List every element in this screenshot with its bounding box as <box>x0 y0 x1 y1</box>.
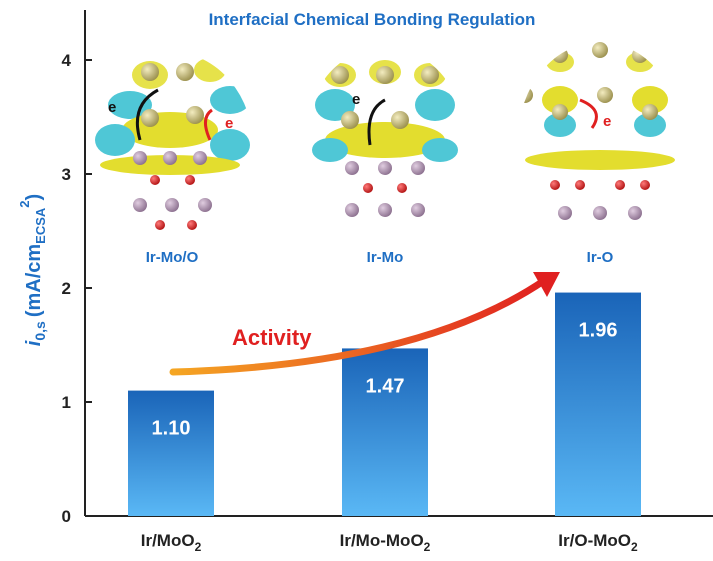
bar <box>555 292 641 516</box>
panel-label-3: Ir-O <box>587 249 614 266</box>
y-tick-label: 4 <box>62 51 72 70</box>
bar-value-label: 1.47 <box>366 375 405 397</box>
electron-label-black: e <box>108 99 116 116</box>
y-tick-label: 1 <box>62 393 71 412</box>
electron-label-black-2: e <box>352 91 360 108</box>
category-label: Ir/O-MoO2 <box>558 531 638 554</box>
bars-group: 1.10 1.47 1.96 <box>128 292 641 516</box>
structure-image-ir-mo-o <box>90 52 254 248</box>
y-axis: 0 1 2 3 4 <box>62 10 92 526</box>
panel-label-2: Ir-Mo <box>367 249 404 266</box>
bar <box>342 348 428 516</box>
bar-value-label: 1.10 <box>152 418 191 440</box>
electron-label-red-3: e <box>603 113 611 130</box>
electron-label-red: e <box>225 115 233 132</box>
y-tick-label: 3 <box>62 165 71 184</box>
category-label: Ir/Mo-MoO2 <box>340 531 431 554</box>
y-axis-label: i0,s(mA/cmECSA2) <box>17 194 48 346</box>
activity-label: Activity <box>232 325 312 350</box>
chart-title: Interfacial Chemical Bonding Regulation <box>209 10 536 29</box>
structure-image-ir-o <box>518 42 682 238</box>
panel-label-1: Ir-Mo/O <box>146 249 199 266</box>
bar <box>128 390 214 516</box>
category-label: Ir/MoO2 <box>141 531 202 554</box>
structure-image-ir-mo <box>303 47 467 243</box>
activity-arrow <box>169 276 549 376</box>
y-tick-label: 0 <box>62 507 71 526</box>
bar-value-label: 1.96 <box>579 320 618 342</box>
y-tick-label: 2 <box>62 279 71 298</box>
activity-arrow-head <box>533 272 560 297</box>
